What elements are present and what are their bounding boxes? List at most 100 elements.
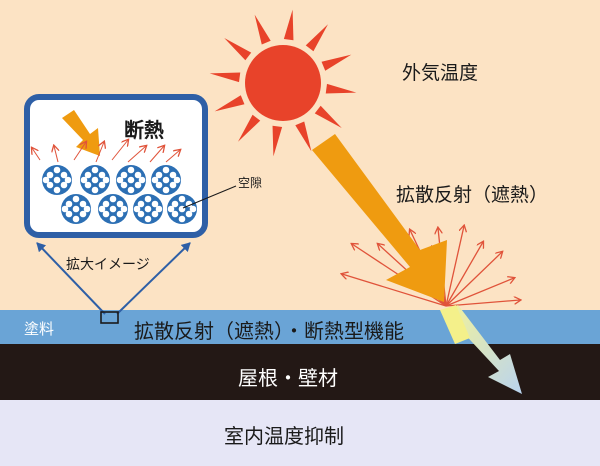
- bead-pore: [134, 171, 142, 179]
- bead-pore: [60, 171, 68, 179]
- zoom-image-label: 拡大イメージ: [66, 257, 150, 273]
- bead-pore: [185, 210, 193, 218]
- scatter-arrow: [445, 226, 464, 307]
- bead-pore: [109, 205, 117, 213]
- function-label: 拡散反射（遮熱）・断熱型機能: [134, 319, 404, 343]
- sun-icon: [209, 9, 357, 157]
- bead-pore: [151, 210, 159, 218]
- scatter-reflection-label: 拡散反射（遮熱）: [396, 184, 549, 206]
- bead-pore: [79, 200, 87, 208]
- bead-pore: [162, 186, 170, 194]
- sun-ray: [321, 54, 352, 71]
- mini-scatter-arrow: [73, 142, 86, 161]
- bead-pore: [133, 205, 141, 213]
- sun-ray: [295, 121, 312, 152]
- bead-pore: [84, 171, 92, 179]
- bead-pore: [120, 171, 128, 179]
- bead-pore: [144, 205, 152, 213]
- bead-pore: [116, 210, 124, 218]
- mini-scatter-arrow: [127, 146, 146, 163]
- bead-pore: [169, 181, 177, 189]
- incoming-ray-arrow: [312, 134, 447, 302]
- bead-pore: [80, 176, 88, 184]
- bead-pore: [98, 171, 106, 179]
- paint-label: 塗料: [24, 320, 55, 338]
- scatter-arrow: [445, 300, 520, 307]
- bead-pore: [79, 210, 87, 218]
- mini-scatter-arrow: [32, 148, 41, 161]
- bead-pore: [98, 181, 106, 189]
- bead-pore: [53, 176, 61, 184]
- sun-ray: [254, 14, 271, 45]
- bead-pore: [65, 210, 73, 218]
- air-gap-leader: [182, 185, 237, 209]
- zoom-source-box: [100, 311, 119, 324]
- mini-incoming-arrow: [62, 110, 100, 156]
- sun-ray: [272, 125, 283, 157]
- coating-band: [0, 310, 600, 344]
- bead-pore: [61, 205, 69, 213]
- scatter-arrow: [445, 252, 502, 307]
- bead-pore: [171, 200, 179, 208]
- bead-pore: [178, 215, 186, 223]
- bead-pore: [155, 205, 163, 213]
- bead-pore: [60, 181, 68, 189]
- air-gap-label: 空隙: [238, 176, 263, 190]
- bead-pore: [189, 205, 197, 213]
- bead-pore: [120, 205, 128, 213]
- bead-pore: [46, 181, 54, 189]
- mini-scatter-arrow: [165, 150, 180, 163]
- coating-hit-glow: [440, 305, 470, 344]
- scatter-arrow: [342, 274, 447, 307]
- bead-pore: [102, 176, 110, 184]
- bead-pore: [83, 205, 91, 213]
- mini-scatter-arrows: [32, 140, 180, 163]
- mini-scatter-arrow: [54, 146, 58, 163]
- mini-scatter-arrow: [95, 142, 104, 163]
- porous-beads: [42, 165, 197, 224]
- bead-pore: [151, 200, 159, 208]
- bead-pore: [171, 210, 179, 218]
- outside-temp-label: 外気温度: [402, 62, 479, 84]
- bead-pore: [65, 200, 73, 208]
- zoom-connector-left: [36, 242, 106, 315]
- sun-ray: [209, 72, 241, 83]
- bead-pore: [178, 205, 186, 213]
- roof-wall-label: 屋根・壁材: [238, 366, 338, 390]
- bead-pore: [178, 195, 186, 203]
- bead-pore: [127, 186, 135, 194]
- bead-pore: [185, 200, 193, 208]
- bead-pore: [137, 210, 145, 218]
- bead-pore: [169, 171, 177, 179]
- bead-pore: [109, 195, 117, 203]
- bead-pore: [151, 176, 159, 184]
- bead-pore: [102, 200, 110, 208]
- bead-pore: [155, 181, 163, 189]
- scatter-arrow: [445, 278, 514, 307]
- bead-pore: [167, 205, 175, 213]
- bead-pore: [120, 181, 128, 189]
- bead-pore: [144, 215, 152, 223]
- insulation-label: 断熱: [124, 118, 164, 142]
- sun-ray: [283, 9, 294, 41]
- bead-pore: [72, 205, 80, 213]
- bead-pore: [137, 200, 145, 208]
- bead-pore: [91, 176, 99, 184]
- sun-ray: [305, 24, 328, 52]
- bead-pore: [91, 186, 99, 194]
- indoor-band: [0, 400, 600, 466]
- bead-pore: [155, 171, 163, 179]
- sun-ray: [224, 38, 252, 61]
- bead-pore: [72, 215, 80, 223]
- sun-ray: [214, 95, 245, 112]
- bead-pore: [84, 181, 92, 189]
- bead-pore: [127, 176, 135, 184]
- sun-ray: [314, 105, 342, 128]
- bead-pore: [134, 181, 142, 189]
- bead-pore: [109, 215, 117, 223]
- bead-pore: [53, 166, 61, 174]
- bead-pore: [116, 200, 124, 208]
- zoom-connector-right: [116, 242, 191, 315]
- bead-pore: [116, 176, 124, 184]
- bead-pore: [127, 166, 135, 174]
